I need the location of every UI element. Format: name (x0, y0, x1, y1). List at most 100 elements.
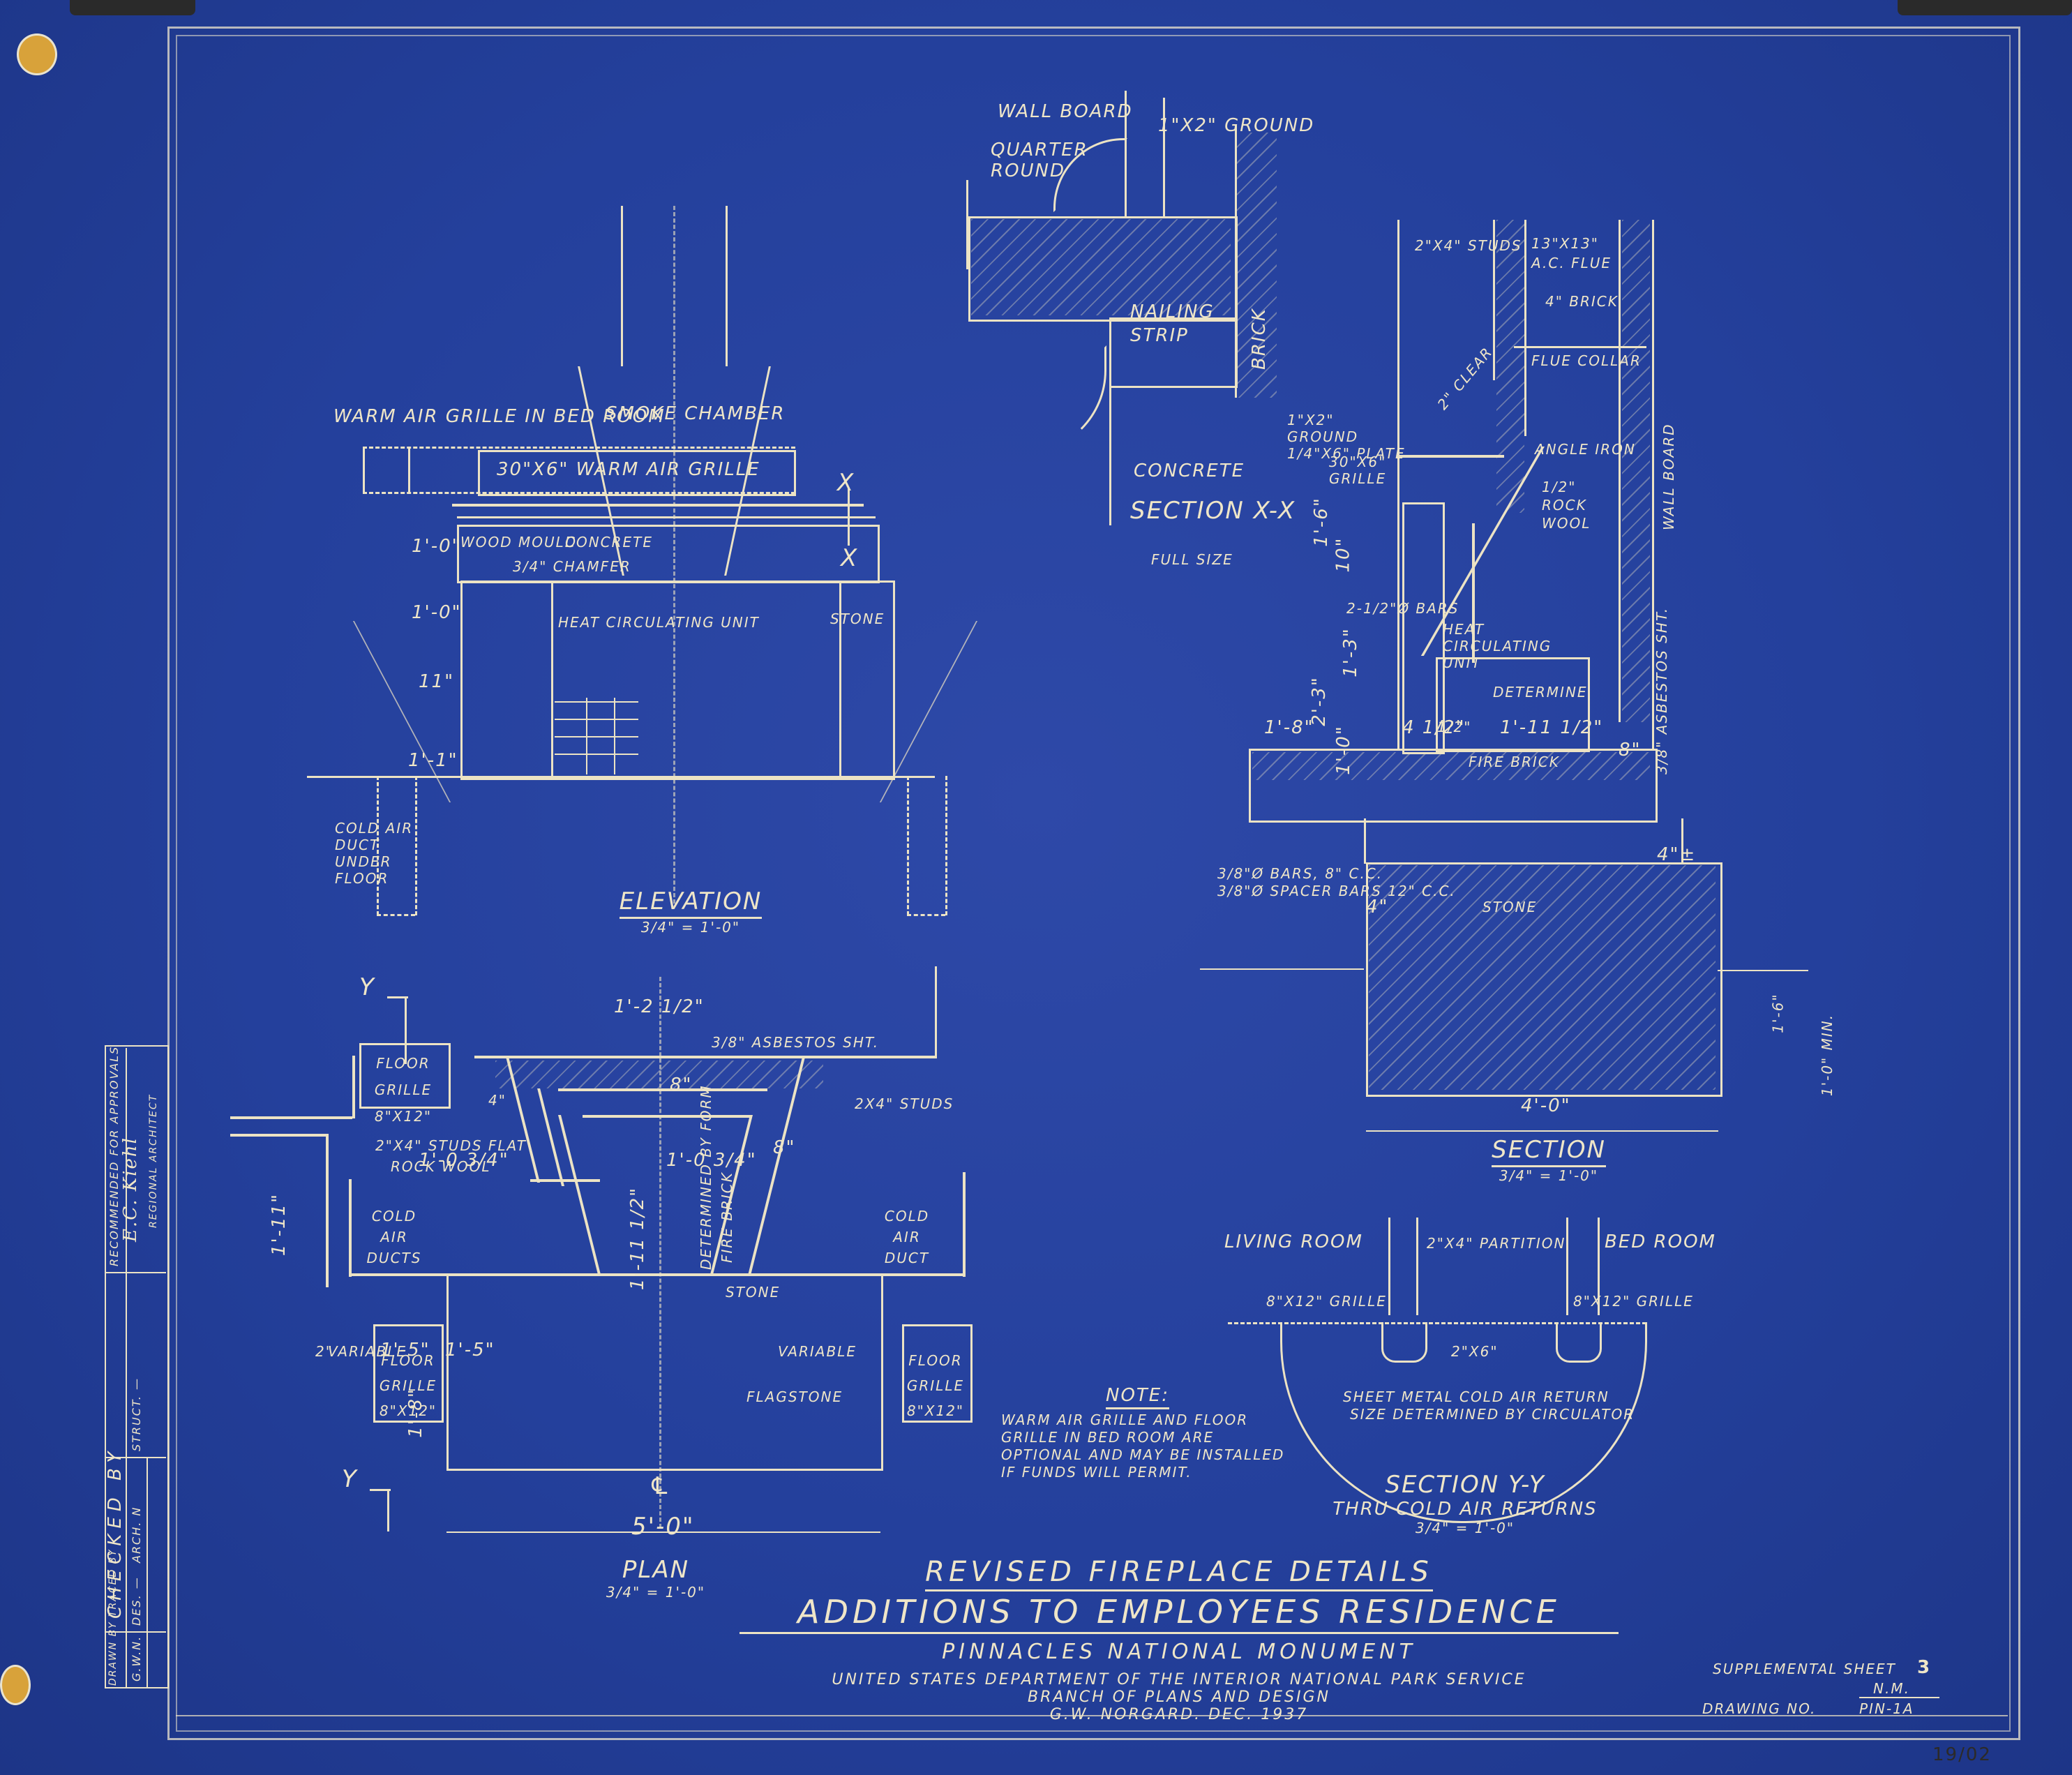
dim-1-11: 1'-11" (269, 1192, 290, 1257)
label-flagstone: FLAGSTONE (746, 1388, 843, 1405)
label-rock-wool: 1/2" ROCK WOOL (1542, 479, 1591, 532)
section-yy-subtitle: THRU COLD AIR RETURNS (1332, 1499, 1598, 1520)
label-floor-grille-l: FLOOR GRILLE 8"x12" (379, 1352, 437, 1419)
label-stone-plan: STONE (726, 1284, 781, 1301)
des-field: DES. — (130, 1576, 143, 1626)
label-size-determined: SIZE DETERMINED BY CIRCULATOR (1350, 1406, 1635, 1423)
dim-1-11-half: 1'-11 1/2" (1500, 717, 1604, 738)
drawing-no-value: PIN-1A (1859, 1700, 1914, 1717)
label-2x4-studs: 2x4" STUDS (855, 1095, 954, 1112)
dim-1-0-mid: 1'-0" (412, 602, 462, 623)
dim-8-plan-top: 8" (670, 1074, 693, 1095)
dim-1-6: 1'-6" (1310, 497, 1332, 547)
section-scale: 3/4" = 1'-0" (1499, 1167, 1599, 1184)
label-bed-room: BED ROOM (1605, 1231, 1716, 1252)
dim-4: 4" (1366, 897, 1389, 918)
section-yy-caption: SECTION Y-Y THRU COLD AIR RETURNS 3/4" =… (1305, 1471, 1626, 1536)
label-ground: 1"x2" GROUND (1158, 115, 1315, 136)
section-title: SECTION (1492, 1136, 1606, 1167)
binder-clip-right (1898, 0, 2072, 15)
label-cold-air-duct: COLD AIR DUCT UNDER FLOOR (335, 820, 414, 887)
centerline-symbol: ℄ (649, 1472, 672, 1500)
dim-1-0-3-4-r: 1'-0 3/4" (666, 1150, 757, 1171)
label-variable-r: VARIABLE (778, 1343, 857, 1360)
label-determine: DETERMINE (1493, 684, 1588, 701)
sheet-number: 3 (1917, 1657, 1932, 1678)
label-wall-board-vert: WALL BOARD (1660, 423, 1677, 530)
elevation-scale: 3/4" = 1'-0" (640, 919, 741, 936)
label-bars: 2-1/2"Ø BARS (1346, 600, 1459, 617)
label-warm-air-bed: WARM AIR GRILLE IN BED ROOM (333, 406, 666, 427)
title-line-1: REVISED FIREPLACE DETAILS (925, 1556, 1433, 1591)
pencil-note: 19/02 (1932, 1744, 1992, 1765)
plan-title: PLAN (622, 1556, 690, 1584)
label-cold-air-ducts: COLD AIR DUCTS (366, 1208, 422, 1266)
title-branch: BRANCH OF PLANS AND DESIGN (1028, 1688, 1330, 1706)
label-30x6-grille: 30"x6" GRILLE (1329, 454, 1387, 487)
dim-1-8: 1'-8" (1264, 717, 1314, 738)
sheet-border-inner (176, 35, 2011, 1732)
sheet-border-outer (167, 27, 2020, 1740)
dim-1-0: 1'-0" (1332, 725, 1354, 775)
label-studs: 2"x4" STUDS (1415, 237, 1522, 254)
binder-clip-left (70, 0, 195, 15)
section-yy-scale: 3/4" = 1'-0" (1415, 1520, 1515, 1536)
struct-field: STRUCT. — (130, 1377, 143, 1451)
approval-block: DRAWN BY TRACED BY G.W.N. CHECKED BY DES… (105, 1045, 169, 1688)
label-rebar: 3/8"Ø BARS, 8" C.C. (1217, 865, 1383, 882)
label-smoke-chamber: SMOKE CHAMBER (606, 403, 786, 424)
dim-1-0-min: 1'-0" MIN. (1819, 1013, 1836, 1097)
drawing-no-top: N.M. (1873, 1680, 1910, 1697)
drawing-no-label: DRAWING NO. (1702, 1700, 1817, 1717)
section-mark-x-top: X (837, 469, 855, 497)
recommended-label: RECOMMENDED FOR APPROVALS (107, 1045, 121, 1266)
label-rock-wool-plan: ROCK WOOL (391, 1158, 491, 1175)
dim-half: 1/2" (1437, 719, 1472, 735)
label-wall-board: WALL BOARD (998, 101, 1133, 122)
dim-10: 10" (1332, 537, 1354, 573)
title-location: PINNACLES NATIONAL MONUMENT (942, 1640, 1416, 1664)
label-grille-left: 8"x12" GRILLE (1266, 1293, 1387, 1310)
note-heading: NOTE: (1106, 1385, 1169, 1409)
label-concrete: CONCRETE (565, 534, 654, 551)
label-chamfer: 3/4" CHAMFER (513, 558, 631, 575)
dim-8: 8" (1619, 740, 1642, 761)
dim-1-2-half: 1'-2 1/2" (614, 996, 705, 1017)
label-stone-section: STONE (1482, 899, 1538, 915)
dim-1-11-half-plan: 1'-11 1/2" (627, 1186, 649, 1291)
checked-by-label: CHECKED BY (105, 1446, 126, 1619)
label-nailing-strip: NAILING STRIP (1130, 301, 1215, 346)
dim-4-plan: 4" (488, 1092, 506, 1109)
dim-1-8-plan: 1'-8" (405, 1388, 426, 1438)
label-fire-brick-plan: FIRE BRICK (719, 1171, 735, 1263)
section-yy-title: SECTION Y-Y (1385, 1471, 1545, 1499)
punch-hole-top (17, 33, 57, 75)
note-line-4: IF FUNDS WILL PERMIT. (1001, 1464, 1192, 1481)
note-line-3: OPTIONAL AND MAY BE INSTALLED (1001, 1446, 1285, 1463)
label-heat-unit-section: HEAT CIRCULATING UNIT (1443, 621, 1552, 671)
label-warm-air-grille: 30"x6" WARM AIR GRILLE (497, 459, 760, 480)
plan-caption: PLAN 3/4" = 1'-0" (586, 1556, 726, 1601)
label-4-brick: 4" BRICK (1545, 293, 1619, 310)
dim-4-plus-minus: 4"± (1657, 844, 1697, 865)
label-floor-grille-r: FLOOR GRILLE 8"x12" (906, 1352, 965, 1419)
section-mark-y-top: Y (359, 973, 375, 1001)
dim-8-plan-right: 8" (773, 1137, 796, 1158)
label-quarter-round: QUARTER ROUND (991, 140, 1088, 181)
label-living-room: LIVING ROOM (1224, 1231, 1363, 1252)
note-line-1: WARM AIR GRILLE AND FLOOR (1001, 1411, 1249, 1428)
dim-1-3: 1'-3" (1339, 627, 1361, 677)
label-angle-iron: ANGLE IRON (1535, 441, 1636, 458)
label-fire-brick: FIRE BRICK (1469, 754, 1560, 770)
label-sheet-metal: SHEET METAL COLD AIR RETURN (1343, 1388, 1609, 1405)
dim-4-0: 4'-0" (1521, 1095, 1571, 1116)
title-author-date: G.W. NORGARD. DEC. 1937 (1049, 1706, 1309, 1723)
elevation-title: ELEVATION (619, 888, 763, 919)
note-line-2: GRILLE IN BED ROOM ARE (1001, 1429, 1215, 1446)
label-asbestos-vert: 3/8" ASBESTOS SHT. (1653, 606, 1670, 774)
label-variable-l: VARIABLE (328, 1343, 407, 1360)
label-cold-air-duct-r: COLD AIR DUCT (884, 1208, 930, 1266)
label-ground-plate: 1"x2" GROUND 1/4"x6" PLATE (1287, 412, 1406, 462)
regional-architect-label: REGIONAL ARCHITECT (148, 1093, 159, 1228)
